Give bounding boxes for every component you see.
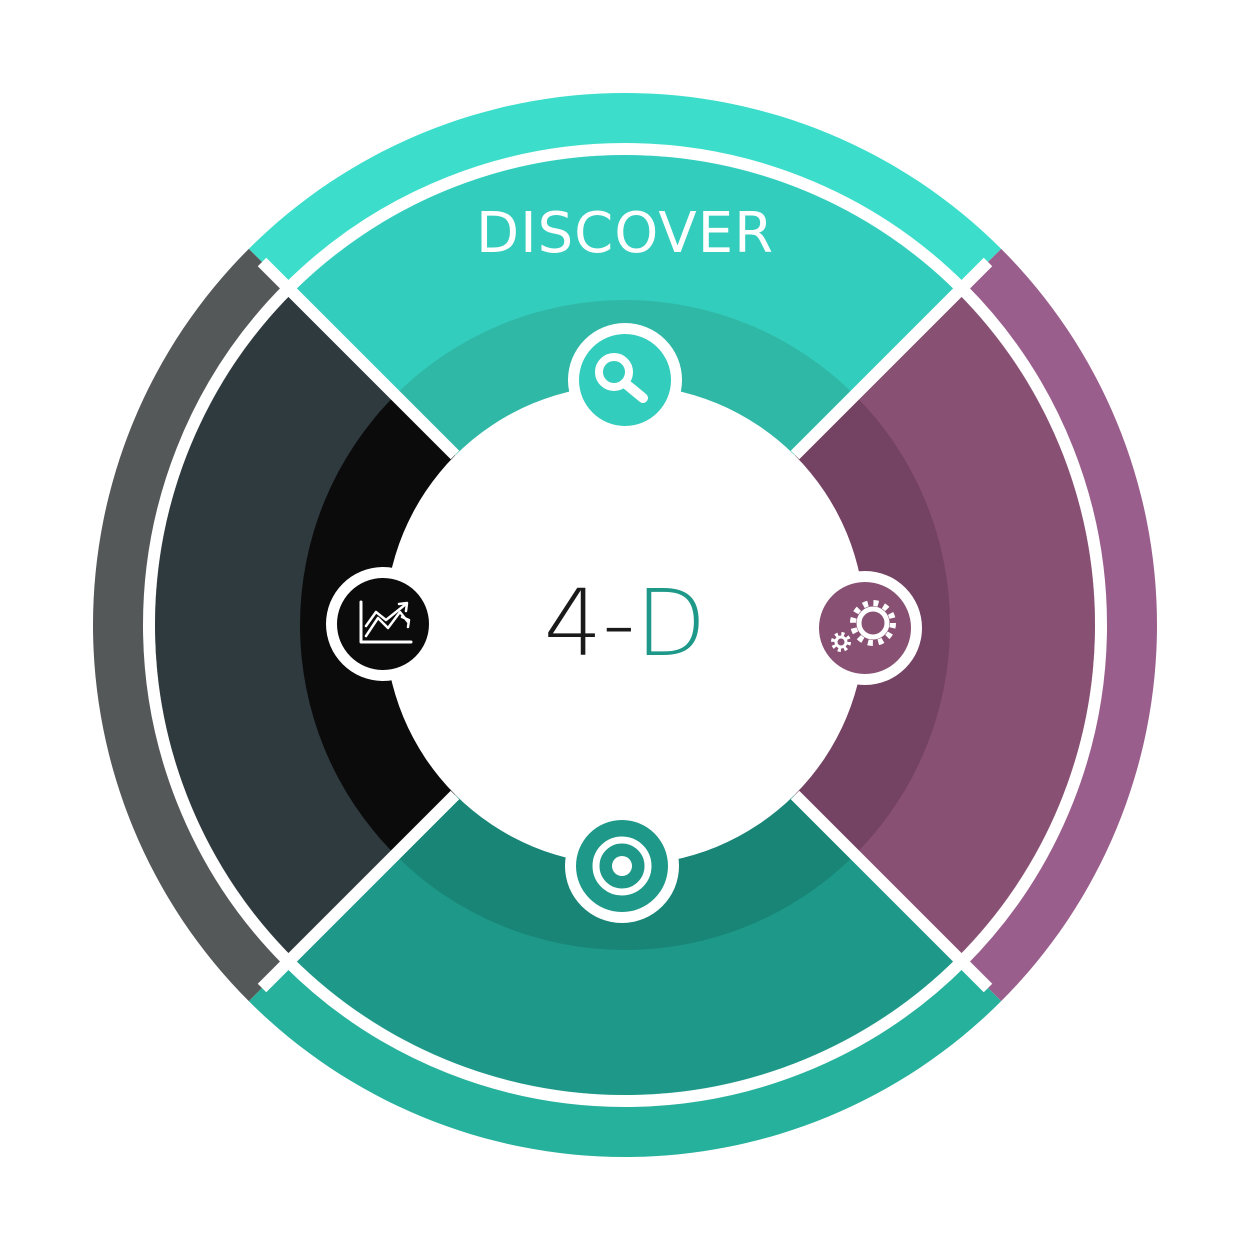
center-title-prefix: 4- [544, 570, 636, 677]
outer-rim [93, 93, 1157, 1157]
icon-badge-top[interactable] [568, 323, 682, 437]
diagonal-separators [257, 257, 993, 993]
target-icon [592, 836, 652, 896]
segment-label-top: DISCOVER [476, 201, 774, 266]
magnifier-icon [595, 353, 648, 403]
rim-left-segment [93, 248, 293, 1002]
icon-badge-bottom[interactable] [565, 809, 679, 923]
icon-badge-left[interactable] [326, 567, 440, 681]
separator-line-se [790, 790, 993, 993]
rim-top-segment [248, 93, 1002, 293]
rim-bottom-segment [248, 957, 1002, 1157]
gears-icon [831, 600, 896, 652]
trend-chart-icon [359, 600, 413, 644]
separator-ring [143, 143, 1107, 1107]
icon-badge-right[interactable] [808, 571, 922, 685]
center-title: 4-D [544, 570, 707, 677]
separator-line-nw [257, 257, 460, 460]
center-disc [385, 385, 865, 865]
separator-line-ne [790, 257, 993, 460]
center-title-accent: D [635, 570, 706, 677]
separator-line-sw [257, 790, 460, 993]
rim-right-segment [957, 248, 1157, 1002]
